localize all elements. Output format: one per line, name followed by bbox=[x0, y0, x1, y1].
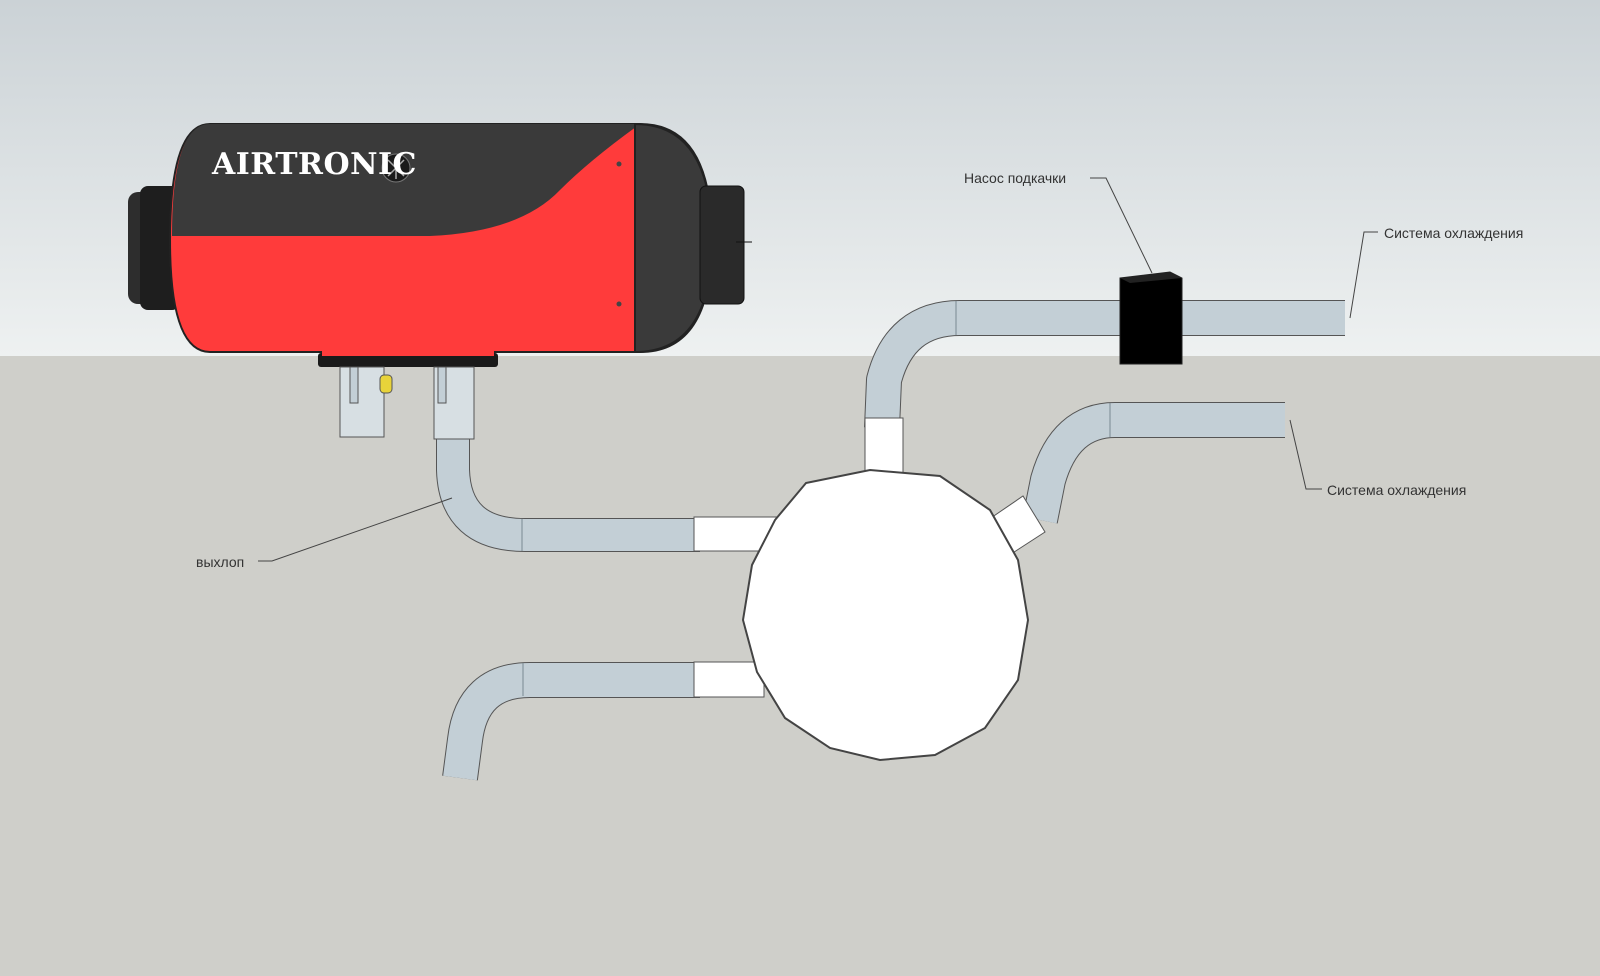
exhaust-label: выхлоп bbox=[196, 554, 245, 570]
pump-label: Насос подкачки bbox=[964, 170, 1067, 186]
exhaust-pipe bbox=[436, 435, 779, 552]
heater-brand-logo: AIRTRONIC bbox=[212, 147, 417, 182]
heater-unit bbox=[128, 122, 752, 440]
cooling-system-label-top: Система охлаждения bbox=[1384, 225, 1524, 241]
lower-pipe bbox=[442, 661, 765, 781]
cooling-pipe-bottom bbox=[984, 402, 1285, 557]
cooling-pipe-top bbox=[864, 300, 1345, 477]
leader-lines bbox=[258, 177, 1378, 562]
pump-block bbox=[1119, 271, 1183, 365]
tank bbox=[741, 468, 1030, 762]
cooling-system-label-bottom: Система охлаждения bbox=[1327, 482, 1467, 498]
